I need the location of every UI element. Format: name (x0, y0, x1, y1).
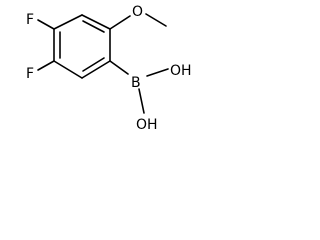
hydroxyl-label-top: OH (170, 63, 192, 79)
ring-bond-c1-c2 (81, 14, 111, 30)
fluorine-label-top: F (26, 12, 34, 28)
ring-bond-c6-c1 (53, 14, 83, 30)
bond-ring-to-fluorine-bottom (37, 60, 55, 71)
hydroxyl-label-bottom: OH (136, 117, 158, 133)
ring-bond-c3-c4 (81, 60, 111, 79)
ring-double-bond-top-right (82, 20, 105, 33)
bond-boron-to-hydroxyl-top (146, 68, 169, 77)
ring-double-bond-bottom-right (82, 57, 105, 72)
bond-boron-to-hydroxyl-bottom (138, 88, 145, 114)
ring-bond-c4-c5 (53, 60, 83, 79)
bond-ring-to-fluorine-top (37, 19, 55, 30)
bond-methoxy-oxygen-to-methyl (145, 13, 167, 27)
structure-diagram: F F O B OH OH (0, 0, 198, 138)
boron-label: B (131, 75, 141, 91)
molecule-drawing: F F O B OH OH (26, 4, 192, 133)
bond-ring-to-methoxy-oxygen (109, 15, 131, 30)
methoxy-oxygen-label: O (132, 4, 143, 20)
bond-ring-to-boron (109, 60, 129, 75)
fluorine-label-bottom: F (26, 66, 34, 82)
